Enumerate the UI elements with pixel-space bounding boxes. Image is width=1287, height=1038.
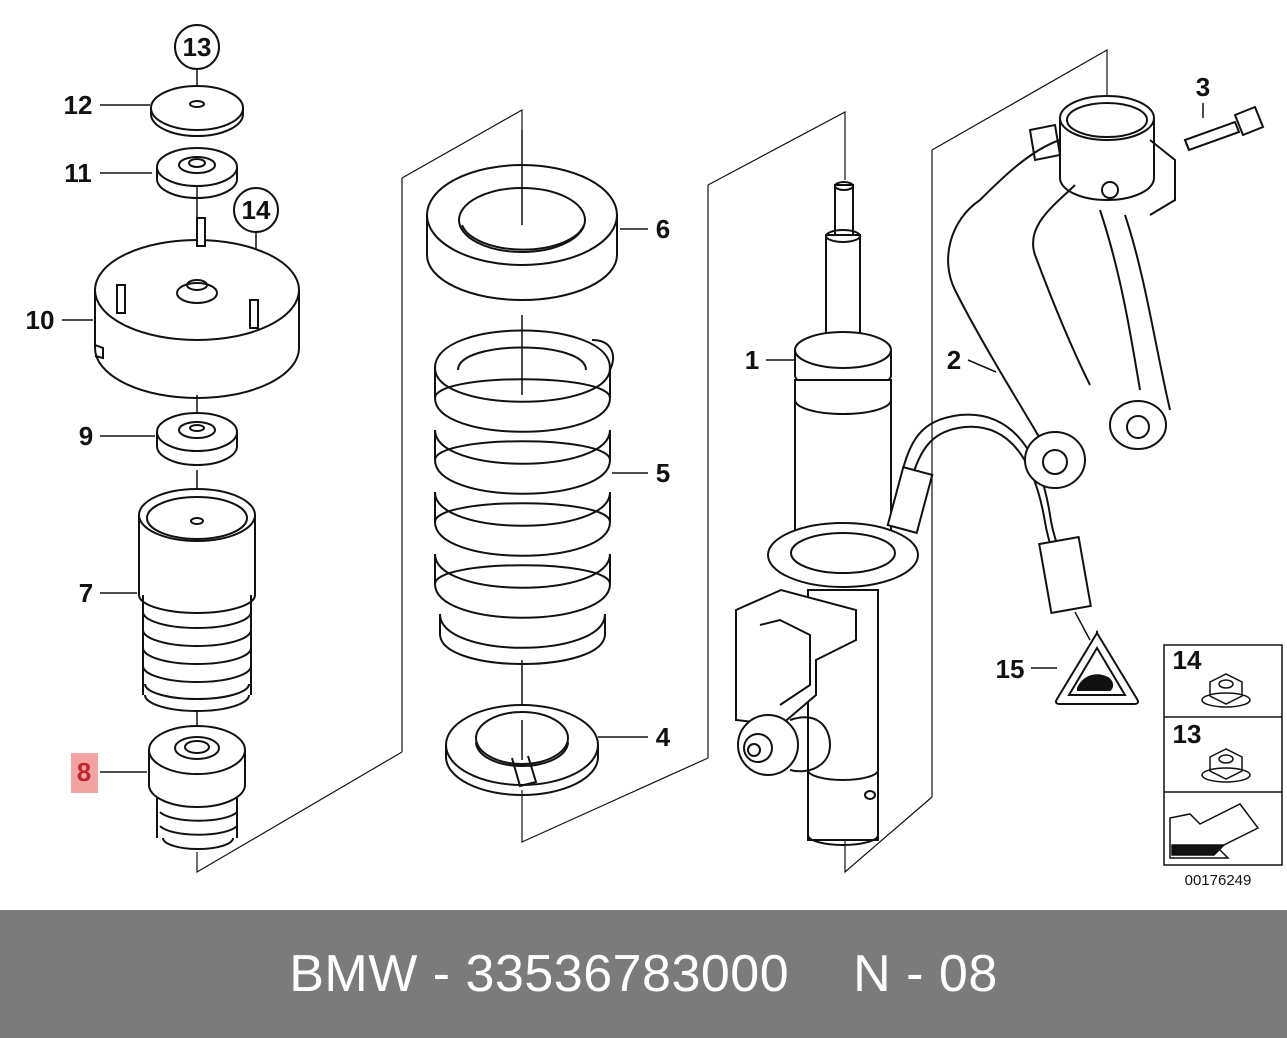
callout-labels: 13 12 11 14 10 9 7 8 6 5 4 1 2 3 15 14 1… [26, 32, 1252, 889]
callout-10: 10 [26, 305, 55, 335]
part-7-dust-boot [138, 488, 256, 735]
part-3-bolt [1183, 103, 1265, 152]
legend-label-14: 14 [1173, 645, 1202, 675]
reference-number: 00176249 [1185, 872, 1252, 889]
lock-nut-icon [1209, 748, 1243, 780]
callout-3: 3 [1196, 72, 1210, 102]
callout-2: 2 [947, 345, 961, 375]
footer-diagram-code: N - 08 [853, 945, 998, 1003]
part-15-warning-label [1055, 611, 1139, 705]
callout-14: 14 [242, 195, 271, 225]
callout-8-highlight [71, 753, 98, 793]
callout-7: 7 [79, 578, 93, 608]
callout-9: 9 [79, 421, 93, 451]
legend-box [1163, 644, 1283, 866]
callout-1: 1 [745, 345, 759, 375]
callout-15: 15 [996, 654, 1025, 684]
part-8-bump-stop [148, 725, 246, 850]
callout-13-bubble [174, 24, 220, 70]
part-6-spring-seat [426, 130, 618, 301]
part-10-strut-mount [94, 217, 300, 399]
callout-6: 6 [656, 214, 670, 244]
footer-part-number: BMW - 33536783000 [289, 945, 790, 1003]
part-12-washer [150, 85, 244, 137]
callout-12: 12 [64, 90, 93, 120]
callout-14-bubble [233, 187, 279, 233]
callout-11: 11 [64, 158, 92, 188]
footer-bar: BMW - 33536783000 N - 08 [0, 910, 1287, 1038]
leader-lines [62, 104, 1057, 773]
legend-label-13: 13 [1173, 719, 1202, 749]
part-1-strut [735, 181, 1092, 846]
callout-4: 4 [656, 722, 671, 752]
part-2-knuckle [947, 95, 1176, 489]
flange-nut-icon [1209, 673, 1243, 705]
parts-diagram: 13 12 11 14 10 9 7 8 6 5 4 1 2 3 15 14 1… [26, 24, 1283, 889]
assembly-frames [196, 48, 1108, 874]
part-11-mount [156, 147, 238, 220]
part-5-coil-spring [434, 315, 614, 712]
callout-13: 13 [183, 32, 212, 62]
callout-5: 5 [656, 458, 670, 488]
callout-8: 8 [77, 757, 91, 787]
part-4-spring-seat [445, 704, 599, 796]
part-9-mount [156, 395, 238, 500]
